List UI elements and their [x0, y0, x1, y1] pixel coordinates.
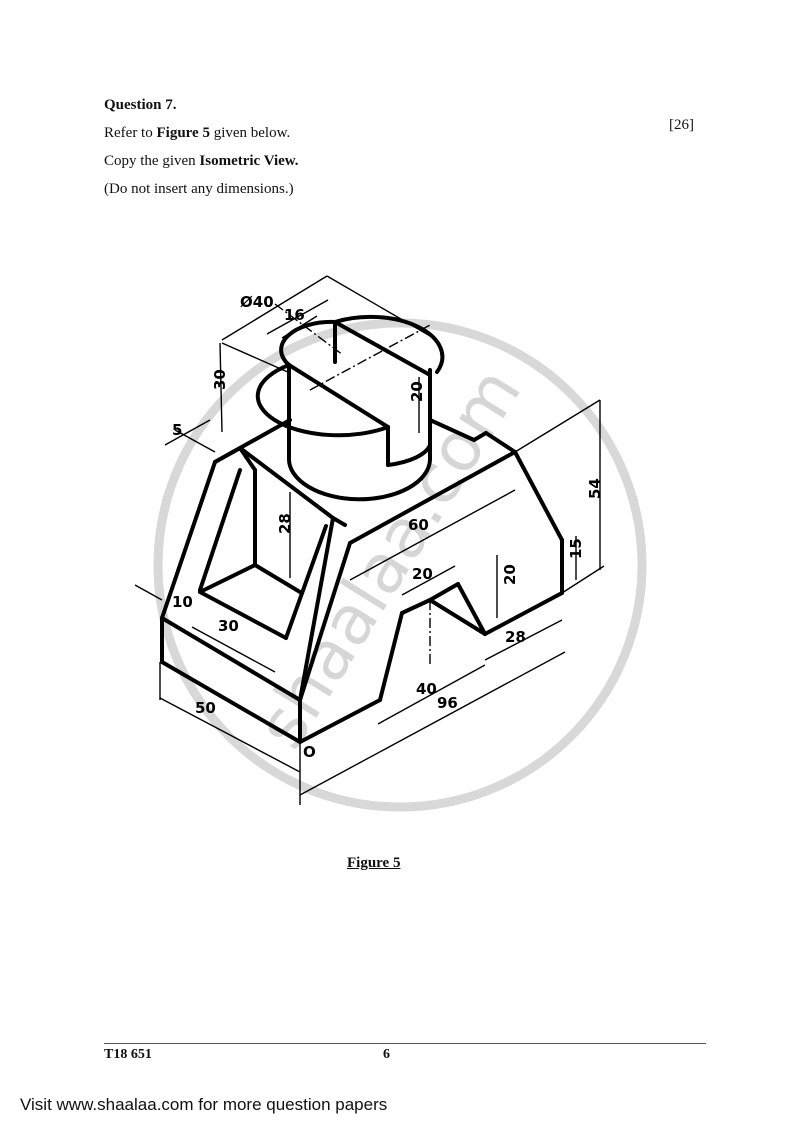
text: given below. — [209, 125, 291, 141]
isometric-ref: Isometric View. — [199, 153, 299, 169]
dim-base-width: 50 — [195, 699, 216, 717]
watermark: shaalaa.com — [153, 318, 647, 812]
dim-slot-width: 16 — [284, 306, 305, 324]
dim-top-length: 60 — [408, 516, 429, 534]
instruction-line-2: Copy the given Isometric View. — [104, 153, 299, 170]
paper-code: T18 651 — [104, 1047, 152, 1062]
figure-caption: Figure 5 — [347, 855, 401, 871]
dim-total-height: 54 — [586, 478, 604, 499]
instruction-line-3: (Do not insert any dimensions.) — [104, 181, 294, 197]
figure-ref: Figure 5 — [156, 125, 210, 141]
footer-divider — [104, 1043, 706, 1044]
dimension-labels: Ø40 16 30 20 5 28 60 54 15 20 20 10 30 2… — [172, 293, 604, 761]
text: Copy the given — [104, 153, 200, 169]
dim-pocket-depth: 28 — [276, 513, 294, 534]
dim-slot-depth: 20 — [408, 381, 426, 402]
dim-right-land: 28 — [505, 628, 526, 646]
dim-total-length: 96 — [437, 694, 458, 712]
question-marks: [26] — [669, 117, 694, 133]
dim-vgroove-depth: 20 — [501, 564, 519, 585]
dim-pocket-width: 30 — [218, 617, 239, 635]
dim-diameter: Ø40 — [240, 293, 274, 311]
dim-side-height: 15 — [567, 538, 585, 559]
dim-cylinder-height: 30 — [211, 369, 229, 390]
page-number: 6 — [383, 1047, 390, 1062]
dim-left-wall: 10 — [172, 593, 193, 611]
visit-banner: Visit www.shaalaa.com for more question … — [20, 1095, 388, 1114]
dim-vgroove-width: 20 — [412, 565, 433, 583]
origin-label: O — [303, 743, 316, 761]
text: Refer to — [104, 125, 157, 141]
dim-groove-pos: 40 — [416, 680, 437, 698]
isometric-drawing: shaalaa.com — [134, 275, 647, 812]
dimension-lines — [134, 275, 605, 805]
question-title: Question 7. — [104, 97, 177, 113]
dim-top-step: 5 — [172, 421, 182, 439]
instruction-line-1: Refer to Figure 5 given below. — [104, 125, 290, 142]
